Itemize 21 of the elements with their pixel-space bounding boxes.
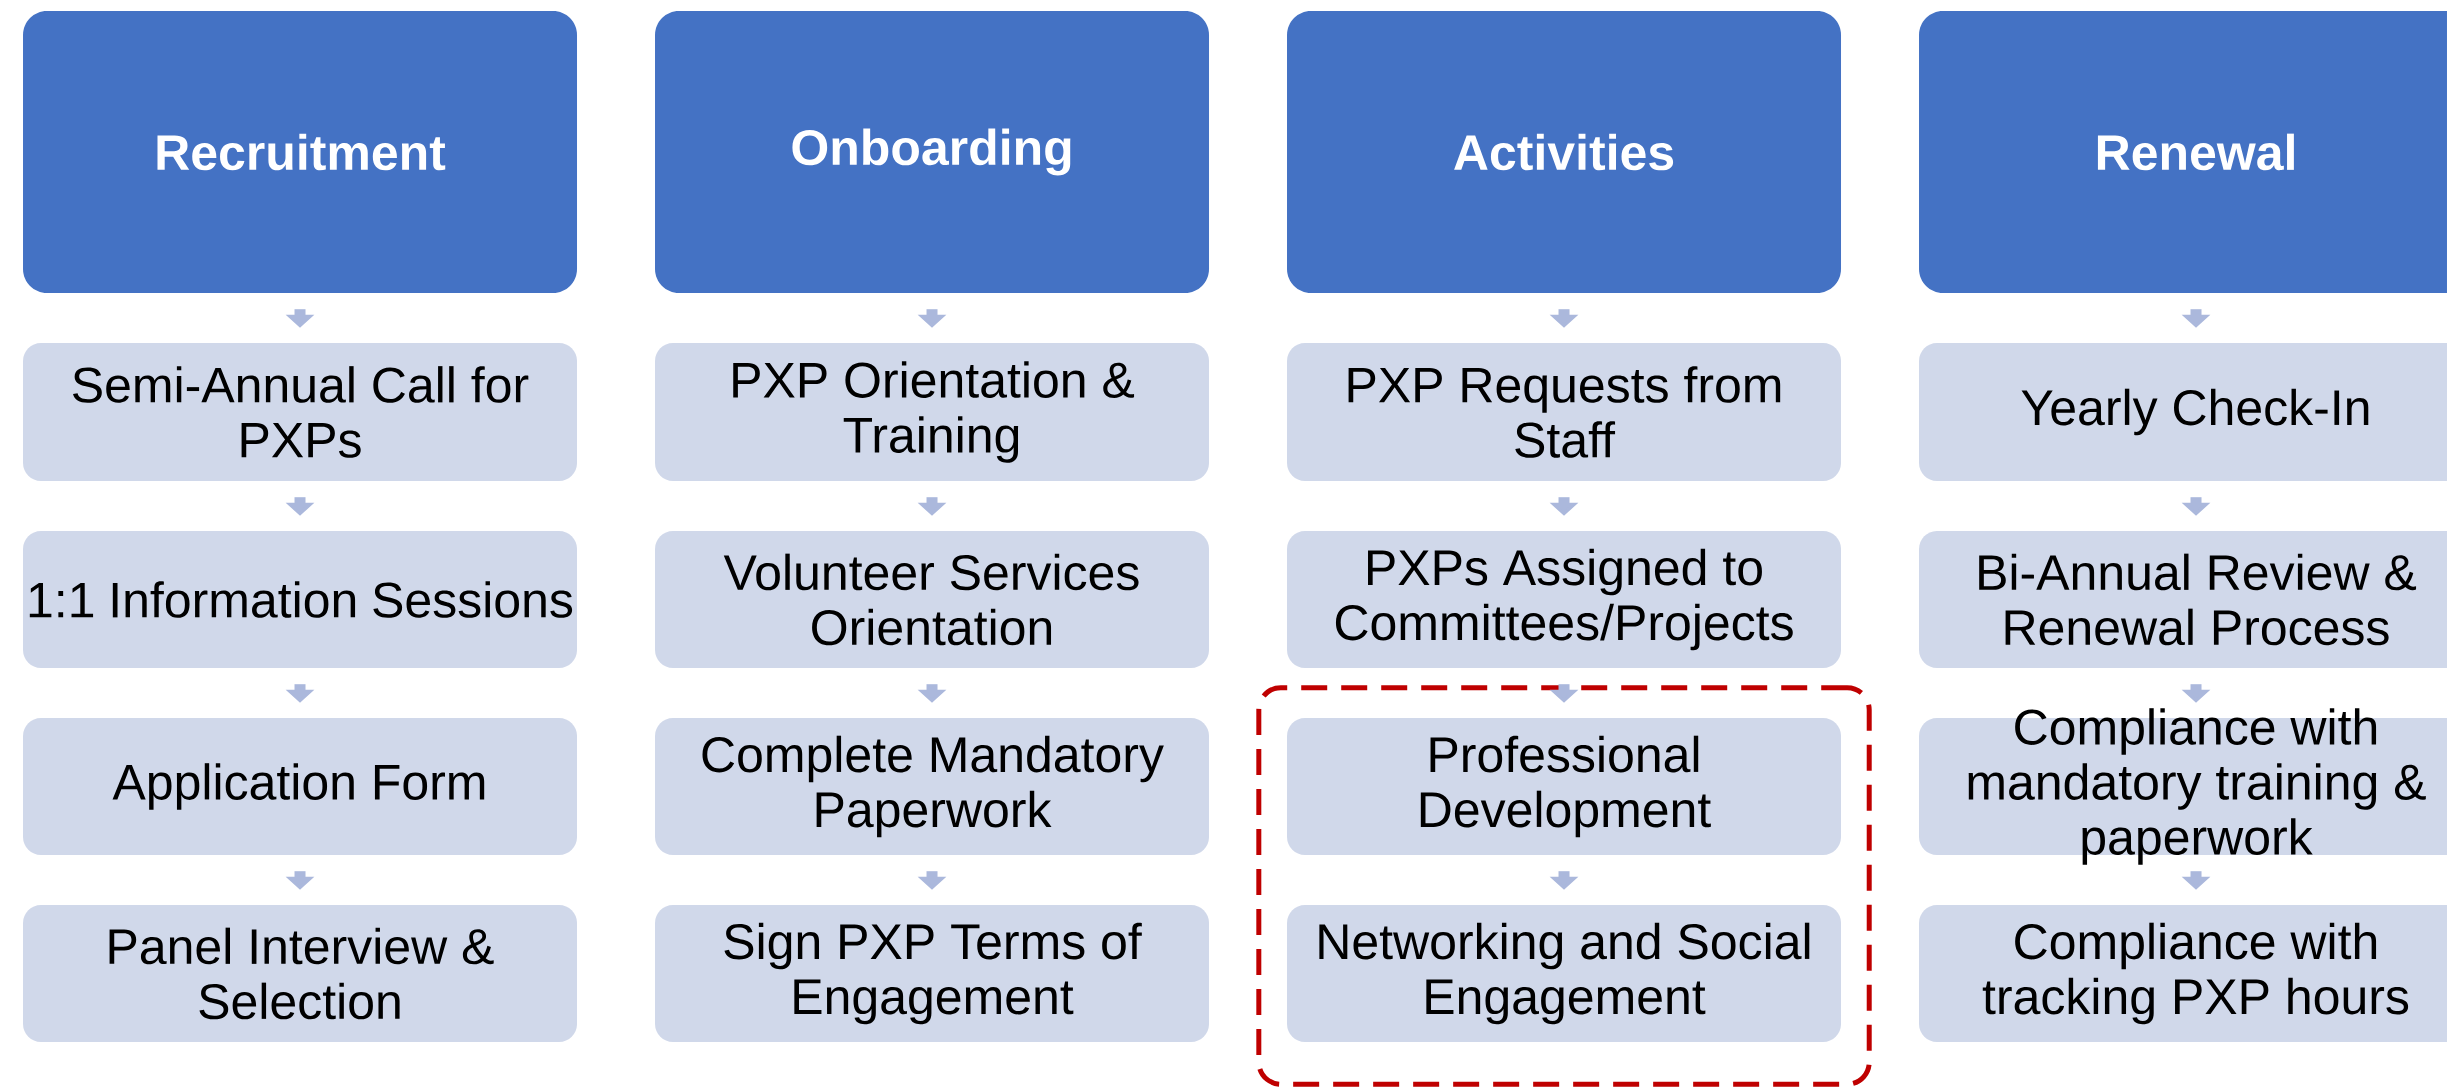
dashed-group-box <box>1256 685 1872 1087</box>
stage-header-box: Recruitment <box>23 11 577 293</box>
process-box: PXPs Assigned to Committees/Projects <box>1287 531 1841 668</box>
process-box: Networking and Social Engagement <box>1287 905 1841 1042</box>
process-box: 1:1 Information Sessions <box>23 531 577 668</box>
process-box: Panel Interview & Selection <box>23 905 577 1042</box>
process-box: Sign PXP Terms of Engagement <box>655 905 1209 1042</box>
process-box: Complete Mandatory Paperwork <box>655 718 1209 855</box>
process-box: Professional Development <box>1287 718 1841 855</box>
process-box: Application Form <box>23 718 577 855</box>
stage-header-box: Activities <box>1287 11 1841 293</box>
stage-header-box: Renewal <box>1919 11 2447 293</box>
process-box: Compliance with mandatory training & paperwork <box>1919 708 2447 865</box>
process-box: PXP Orientation & Training <box>655 343 1209 481</box>
stage-header-box: Onboarding <box>655 11 1209 293</box>
process-box: Bi-Annual Review & Renewal Process <box>1919 531 2447 668</box>
process-box: Semi-Annual Call for PXPs <box>23 343 577 481</box>
process-box: PXP Requests from Staff <box>1287 343 1841 481</box>
process-box: Compliance with tracking PXP hours <box>1919 905 2447 1042</box>
process-box: Volunteer Services Orientation <box>655 531 1209 668</box>
process-box: Yearly Check-In <box>1919 343 2447 481</box>
